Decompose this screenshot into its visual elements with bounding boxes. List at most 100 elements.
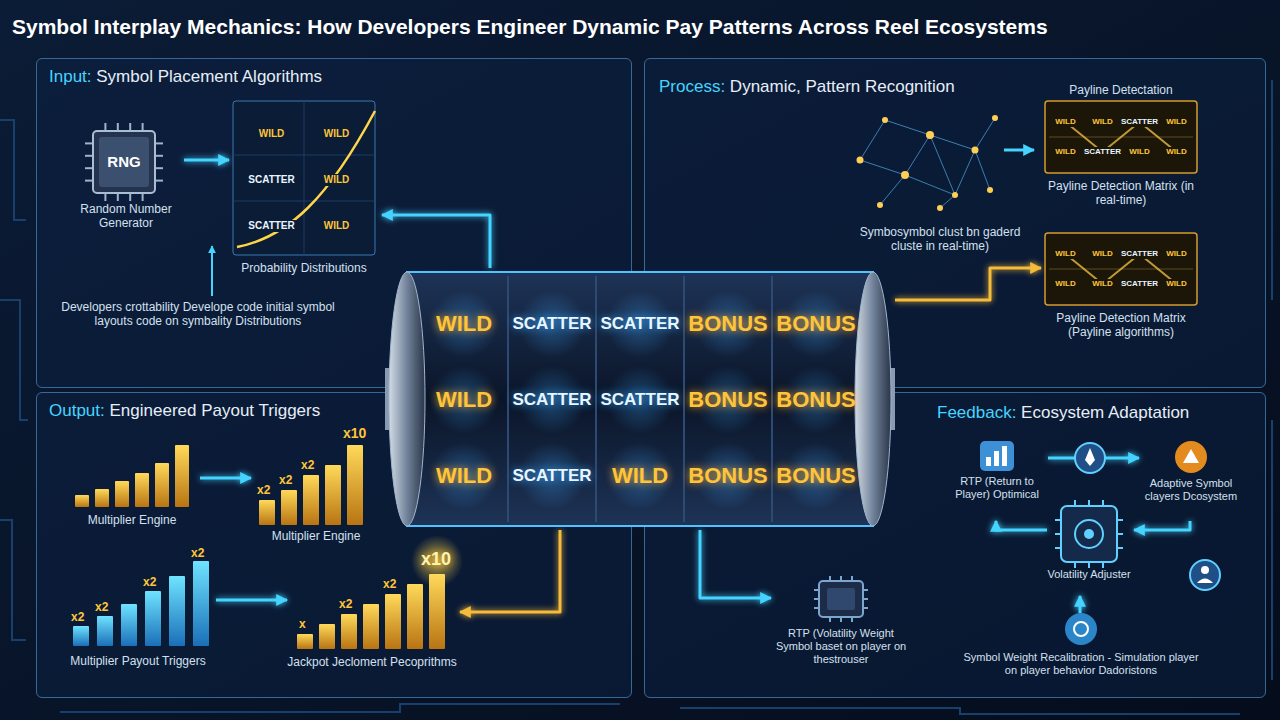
art-line — [129, 193, 131, 201]
symbol-label: WILD — [1053, 279, 1077, 289]
bar — [347, 445, 363, 525]
node-art — [251, 425, 381, 547]
connector — [382, 215, 490, 268]
symbol-label: WILD — [1164, 147, 1188, 157]
symbol-label: BONUS — [686, 387, 769, 413]
network-link — [930, 135, 955, 195]
caption: Probability Distributions — [229, 261, 379, 275]
person-body — [1197, 579, 1213, 584]
art-line — [771, 276, 773, 522]
art-line — [507, 276, 509, 522]
caption: Payline Detectation — [1041, 83, 1201, 97]
circuit-trace — [680, 708, 1240, 714]
symbol-label: SCATTER — [246, 220, 296, 232]
multiplier-value: x2 — [143, 575, 156, 589]
art-circle — [1074, 622, 1088, 636]
art-rect — [1045, 233, 1197, 305]
art-ellipse — [855, 272, 891, 526]
multiplier-value: x2 — [339, 597, 352, 611]
symbol-label: SCATTER — [598, 314, 681, 334]
art-circle — [430, 290, 498, 358]
network-dot — [901, 171, 909, 179]
network-link — [975, 150, 990, 190]
art-circle — [1065, 613, 1097, 645]
art-line — [85, 142, 93, 144]
connector — [700, 530, 771, 598]
art-line — [129, 123, 131, 131]
symbol-label: SCATTER — [246, 174, 296, 186]
art-rect — [1045, 101, 1197, 173]
multiplier-value: x2 — [71, 610, 84, 624]
symbol-label: SCATTER — [598, 390, 681, 410]
art-circle — [1075, 520, 1103, 548]
circuit-trace — [0, 120, 26, 220]
art-rect — [1061, 506, 1117, 562]
reel-drum: WILDSCATTERSCATTERBONUSBONUSWILDSCATTERS… — [385, 268, 895, 530]
symbol-label: SCATTER — [510, 314, 593, 334]
caption: Random Number Generator — [71, 202, 181, 231]
multiplier-chart: x2x2x2x2Multiplier Payout Triggers — [63, 546, 216, 691]
circuit-trace — [60, 704, 620, 712]
panel-fill — [36, 58, 632, 388]
art-line — [155, 180, 163, 182]
symbol-label: BONUS — [686, 463, 769, 489]
multiplier-chart: Multiplier Engine — [67, 437, 200, 537]
symbol-label: SCATTER — [1082, 147, 1123, 157]
network-nodes — [857, 115, 999, 211]
symbol-label: BONUS — [774, 387, 857, 413]
rtp-chip: RTP (Volatility Weight Symbol baset on p… — [771, 579, 914, 691]
art-line — [683, 276, 685, 522]
multiplier-chart: x2x2x2x10Multiplier Engine — [251, 425, 384, 547]
caption: Adaptive Symbol clayers Dcosystem — [1139, 477, 1243, 503]
symbol-label: WILD — [1090, 249, 1114, 259]
person-icon — [1190, 560, 1220, 590]
bar — [281, 490, 297, 525]
multiplier-value: x2 — [279, 473, 292, 487]
network-link — [930, 135, 975, 150]
bar — [175, 445, 189, 507]
network-link — [955, 150, 975, 195]
connector — [996, 521, 1047, 530]
panel-fill — [644, 58, 1266, 388]
network-dot — [882, 117, 888, 123]
circuit-trace — [1271, 80, 1273, 680]
art-rect — [994, 451, 999, 466]
bar — [341, 614, 357, 649]
bar — [155, 463, 169, 507]
symbol-label: SCATTER — [1119, 279, 1160, 289]
art-rect — [233, 101, 375, 255]
connector — [216, 599, 287, 602]
multiplier-value: x2 — [301, 458, 314, 472]
heading-key: Feedback: — [937, 403, 1016, 422]
network-dot — [952, 192, 958, 198]
art-line — [117, 193, 119, 201]
bar — [385, 594, 401, 649]
network-dot — [877, 202, 883, 208]
art-rect — [93, 131, 155, 193]
multiplier-value: x10 — [421, 549, 451, 571]
note-text: Symbosymbol clust bn gaderd cluste in re… — [852, 225, 1028, 254]
panel-heading: Output: Engineered Payout Triggers — [49, 401, 320, 421]
art-rect — [827, 588, 855, 610]
symbol-label: WILD — [1053, 147, 1077, 157]
symbol-label: SCATTER — [510, 390, 593, 410]
art-line — [85, 167, 93, 169]
panel-heading: Input: Symbol Placement Algorithms — [49, 67, 322, 87]
symbol-label: WILD — [322, 128, 352, 140]
network-dot — [926, 131, 934, 139]
bar — [121, 604, 137, 646]
circuit-trace — [0, 300, 28, 420]
connector — [895, 268, 1041, 300]
rtp-icon-node: RTP (Return to Player) Optimical — [949, 441, 1048, 521]
network-link — [905, 135, 930, 175]
network-dot — [992, 115, 998, 121]
multiplier-value: x — [299, 617, 306, 631]
network-dot — [972, 147, 979, 154]
bar — [75, 495, 89, 507]
bar — [169, 576, 185, 646]
caption: RTP (Volatility Weight Symbol baset on p… — [771, 627, 911, 667]
flow-arrow — [1004, 149, 1034, 152]
panel-heading: Process: Dynamic, Pattern Recognition — [659, 77, 955, 97]
payline-matrix: WILDWILDSCATTERWILDWILDWILDSCATTERWILDPa… — [1041, 229, 1204, 349]
